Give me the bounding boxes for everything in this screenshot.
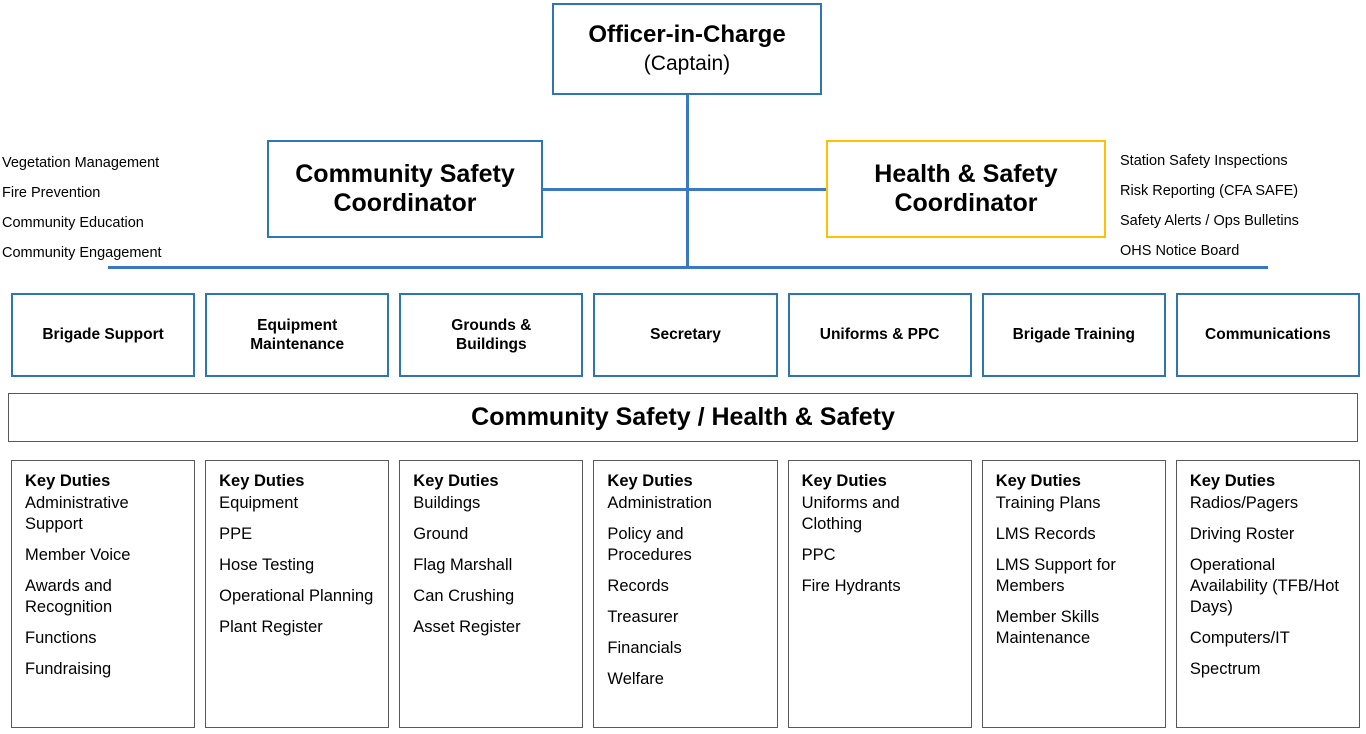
duty-item: Policy and Procedures (607, 524, 692, 564)
unit-communications[interactable]: Communications (1175, 293, 1360, 377)
duty-item: Uniforms and Clothing (801, 493, 900, 533)
unit-equipment-maintenance[interactable]: Equipment Maintenance (205, 293, 390, 377)
node-community-safety-coordinator[interactable]: Community Safety Coordinator (267, 140, 543, 238)
left-annotation-item: Vegetation Management (2, 155, 160, 171)
duty-heading: Key Duties (995, 472, 1081, 490)
duty-item: Financials (607, 639, 682, 658)
duty-box-brigade-support: Key Duties Administrative Support Member… (11, 460, 196, 728)
duty-item: LMS Records (995, 524, 1096, 543)
community-safety-duties-list: Vegetation Management Fire Prevention Co… (2, 148, 162, 268)
duty-item: Treasurer (607, 608, 679, 627)
duty-item: Operational Planning (219, 586, 374, 605)
duty-item: LMS Support for Members (995, 555, 1116, 595)
right-annotation-item: Safety Alerts / Ops Bulletins (1120, 213, 1299, 229)
unit-grounds-buildings[interactable]: Grounds & Buildings (399, 293, 584, 377)
connector-bus-horizontal (108, 266, 1268, 269)
right-annotation-item: Station Safety Inspections (1120, 153, 1288, 169)
connector-coordinators-horizontal (543, 188, 828, 191)
duty-box-communications: Key Duties Radios/Pagers Driving Roster … (1175, 460, 1360, 728)
unit-label-line1: Brigade Support (42, 326, 164, 344)
duty-item: PPE (219, 524, 253, 543)
duty-item: Ground (413, 524, 469, 543)
unit-label-line1: Grounds & (451, 316, 532, 334)
duty-item: Driving Roster (1189, 524, 1295, 543)
duty-box-secretary: Key Duties Administration Policy and Pro… (593, 460, 778, 728)
duty-item: Awards and Recognition (25, 576, 113, 617)
duty-box-equipment-maintenance: Key Duties Equipment PPE Hose Testing Op… (205, 460, 390, 728)
duty-item: Fire Hydrants (801, 576, 901, 595)
community-safety-coordinator-line2: Coordinator (333, 189, 477, 217)
duty-item: Computers/IT (1189, 629, 1290, 648)
unit-label-line1: Uniforms & PPC (819, 326, 940, 344)
node-health-safety-coordinator[interactable]: Health & Safety Coordinator (826, 140, 1106, 238)
unit-row: Brigade Support Equipment Maintenance Gr… (11, 293, 1360, 377)
duty-item: Asset Register (413, 618, 521, 637)
connector-oic-vertical (686, 95, 689, 268)
unit-secretary[interactable]: Secretary (593, 293, 778, 377)
officer-in-charge-title: Officer-in-Charge (588, 21, 786, 49)
duty-heading: Key Duties (413, 472, 499, 490)
unit-label-line1: Equipment (257, 316, 338, 334)
banner-label: Community Safety / Health & Safety (471, 403, 895, 431)
right-annotation-item: Risk Reporting (CFA SAFE) (1120, 183, 1299, 199)
banner-community-health-safety: Community Safety / Health & Safety (8, 393, 1358, 442)
community-safety-coordinator-line1: Community Safety (295, 159, 515, 188)
unit-label-line2: Maintenance (250, 336, 345, 353)
left-annotation-item: Community Engagement (2, 245, 162, 261)
officer-in-charge-subtitle: (Captain) (643, 51, 731, 75)
duty-heading: Key Duties (607, 472, 693, 490)
duty-item: Buildings (413, 493, 481, 512)
duty-item: Hose Testing (219, 555, 315, 574)
unit-label-line1: Communications (1205, 326, 1331, 344)
left-annotation-item: Community Education (2, 215, 144, 231)
duty-box-grounds-buildings: Key Duties Buildings Ground Flag Marshal… (399, 460, 584, 728)
duty-item: Operational Availability (TFB/Hot Days) (1189, 555, 1339, 617)
unit-label-line2: Buildings (456, 336, 527, 353)
duty-item: Member Voice (25, 545, 131, 564)
duty-box-brigade-training: Key Duties Training Plans LMS Records LM… (981, 460, 1166, 728)
duty-item: Administration (607, 493, 712, 512)
health-safety-coordinator-line1: Health & Safety (874, 159, 1058, 188)
duty-item: Spectrum (1189, 660, 1261, 679)
left-annotation-item: Fire Prevention (2, 185, 101, 201)
duty-item: Functions (25, 629, 97, 648)
health-safety-coordinator-line2: Coordinator (894, 189, 1038, 217)
duty-item: Flag Marshall (413, 555, 513, 574)
duty-item: PPC (801, 545, 836, 564)
unit-uniforms-ppc[interactable]: Uniforms & PPC (787, 293, 972, 377)
duty-item: Welfare (607, 670, 664, 689)
unit-label-line1: Secretary (650, 326, 721, 344)
duty-heading: Key Duties (801, 472, 887, 490)
right-annotation-item: OHS Notice Board (1120, 243, 1240, 259)
unit-label-line1: Brigade Training (1012, 326, 1135, 344)
duty-item: Equipment (219, 493, 299, 512)
duty-item: Can Crushing (413, 586, 515, 605)
key-duties-row: Key Duties Administrative Support Member… (11, 460, 1360, 728)
duty-item: Plant Register (219, 618, 323, 637)
health-safety-duties-list: Station Safety Inspections Risk Reportin… (1120, 146, 1299, 266)
duty-heading: Key Duties (219, 472, 305, 490)
duty-heading: Key Duties (25, 472, 111, 490)
duty-item: Member Skills Maintenance (995, 608, 1100, 648)
duty-item: Training Plans (995, 493, 1101, 512)
unit-brigade-training[interactable]: Brigade Training (981, 293, 1166, 377)
duty-heading: Key Duties (1189, 472, 1276, 490)
duty-item: Fundraising (25, 660, 112, 679)
duty-item: Administrative Support (25, 493, 129, 533)
duty-item: Records (607, 576, 669, 595)
node-officer-in-charge[interactable]: Officer-in-Charge (Captain) (552, 3, 822, 95)
duty-item: Radios/Pagers (1189, 493, 1299, 512)
unit-brigade-support[interactable]: Brigade Support (11, 293, 196, 377)
duty-box-uniforms-ppc: Key Duties Uniforms and Clothing PPC Fir… (787, 460, 972, 728)
